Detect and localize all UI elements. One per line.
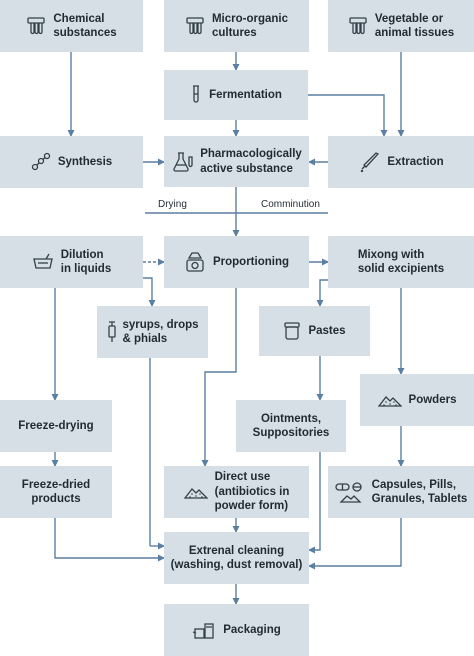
node-label: Freeze-dried products [21,478,91,505]
node-freeze-drying: Freeze-drying [0,400,112,452]
node-direct-use: Direct use (antibiotics in powder form) [164,466,309,518]
node-label: Micro-organic cultures [211,12,289,39]
node-packaging: Packaging [164,604,309,656]
test-tubes-icon [185,17,205,35]
node-label: Powders [408,393,457,406]
node-proportioning: Proportioning [164,236,309,288]
node-label: syrups, drops & phials [122,318,199,345]
pipette-icon [358,152,380,172]
node-label: Vegetable or animal tissues [374,12,455,39]
node-dilution-in-liquids: Dilution in liquids [0,236,143,288]
edge-label-comminution: Comminution [261,199,320,210]
arrow-fermentation-extraction [308,94,388,137]
node-ointments-suppositories: Ointments, Suppositories [236,400,346,452]
arrow-freezedried-cleaning [54,518,165,562]
molecule-icon [31,152,51,172]
node-syrups-drops-phials: syrups, drops & phials [97,306,208,358]
test-tubes-icon [26,17,46,35]
powder-pile-icon [183,485,208,499]
test-tube-icon [190,85,202,105]
test-tubes-icon [348,17,368,35]
arrow-dilution-syrups [143,277,156,307]
node-chemical-substances: Chemical substances [0,0,143,52]
node-powders: Powders [360,374,474,426]
node-external-cleaning: Extrenal cleaning (washing, dust removal… [164,532,309,584]
node-label: Dilution in liquids [60,248,112,275]
node-label: Capsules, Pills, Granules, Tablets [371,478,468,505]
node-label: Synthesis [57,155,113,168]
jar-icon [283,322,301,340]
edge-label-drying: Drying [158,199,187,210]
node-micro-organic-cultures: Micro-organic cultures [164,0,309,52]
basin-icon [32,253,54,271]
arrow-capsules-cleaning [308,518,402,570]
node-label: Freeze-drying [18,419,94,432]
node-label: Direct use (antibiotics in powder form) [214,471,290,513]
scale-icon [184,251,206,273]
node-label: Fermentation [209,88,282,101]
node-pharmacologically-active-substance: Pharmacologically active substance [164,136,309,187]
arrow-mixong-pastes [316,279,328,307]
node-label: Proportioning [212,255,289,268]
flask-icon [171,151,193,173]
node-label: Pharmacologically active substance [200,148,302,175]
node-label: Extrenal cleaning (washing, dust removal… [170,544,303,571]
node-mixong-with-solid-excipients: Mixong with solid excipients [328,236,474,288]
powder-pile-icon [377,393,402,407]
node-synthesis: Synthesis [0,136,143,188]
node-fermentation: Fermentation [164,70,308,120]
node-extraction: Extraction [328,136,474,188]
package-icon [192,621,216,639]
node-pastes: Pastes [259,306,370,356]
node-label: Mixong with solid excipients [357,248,445,275]
node-capsules-pills-granules-tablets: Capsules, Pills, Granules, Tablets [328,466,474,518]
arrow-proportioning-directuse [201,288,237,467]
syringe-icon [106,321,118,343]
pills-icon [335,481,367,503]
node-label: Pastes [308,324,346,337]
node-vegetable-animal-tissues: Vegetable or animal tissues [328,0,474,52]
node-label: Packaging [223,623,281,636]
node-label: Extraction [387,155,444,168]
node-label: Ointments, Suppositories [252,412,330,439]
arrow-ointments-cleaning [308,452,321,554]
node-freeze-dried-products: Freeze-dried products [0,466,112,518]
node-label: Chemical substances [53,12,117,39]
